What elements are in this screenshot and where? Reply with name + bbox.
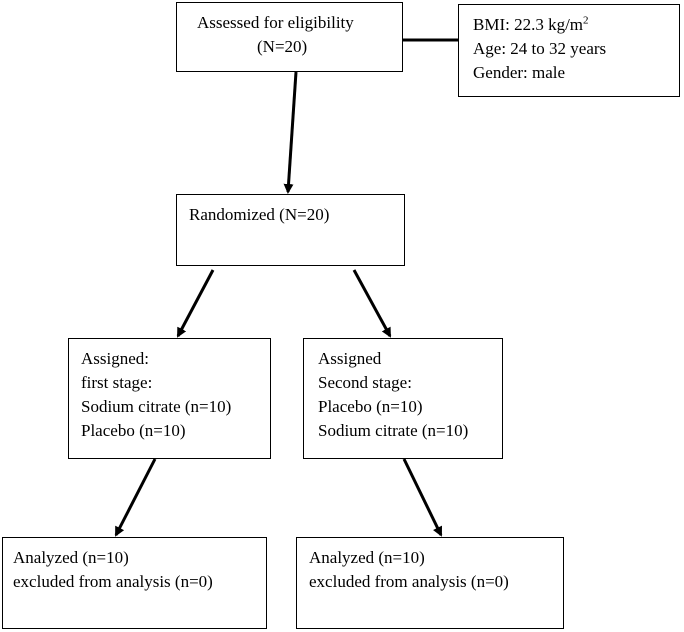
analyzed-left-line1: Analyzed (n=10) [13, 548, 129, 567]
eligibility-box: Assessed for eligibility (N=20) [176, 2, 403, 72]
arrow-first-stage-to-analyzed [114, 458, 157, 537]
second-stage-line2: Second stage: [318, 373, 412, 392]
randomized-box: Randomized (N=20) [176, 194, 405, 266]
analyzed-left-line2: excluded from analysis (n=0) [13, 572, 213, 591]
first-stage-line1: Assigned: [81, 349, 149, 368]
first-stage-line2: first stage: [81, 373, 153, 392]
analyzed-right-box: Analyzed (n=10) excluded from analysis (… [296, 537, 564, 629]
arrow-randomized-to-first-stage [176, 269, 215, 338]
analyzed-right-line2: excluded from analysis (n=0) [309, 572, 509, 591]
first-stage-line3: Sodium citrate (n=10) [81, 397, 232, 416]
second-stage-line4: Sodium citrate (n=10) [318, 421, 469, 440]
second-stage-line1: Assigned [318, 349, 382, 368]
eligibility-label: Assessed for eligibility [197, 13, 354, 32]
analyzed-left-box: Analyzed (n=10) excluded from analysis (… [2, 537, 267, 629]
arrow-eligibility-to-randomized [283, 71, 298, 194]
age-text: Age: 24 to 32 years [473, 39, 607, 58]
first-stage-line4: Placebo (n=10) [81, 421, 186, 440]
arrow-randomized-to-second-stage [352, 269, 392, 338]
gender-text: Gender: male [473, 63, 566, 82]
arrow-second-stage-to-analyzed [402, 458, 443, 537]
bmi-text: BMI: 22.3 kg/m2 [473, 14, 589, 34]
second-stage-line3: Placebo (n=10) [318, 397, 423, 416]
first-stage-box: Assigned: first stage: Sodium citrate (n… [68, 338, 271, 459]
second-stage-box: Assigned Second stage: Placebo (n=10) So… [303, 338, 503, 459]
demographics-box: BMI: 22.3 kg/m2 Age: 24 to 32 years Gend… [458, 4, 680, 97]
eligibility-count: (N=20) [257, 37, 308, 56]
analyzed-right-line1: Analyzed (n=10) [309, 548, 425, 567]
randomized-label: Randomized (N=20) [189, 205, 330, 224]
